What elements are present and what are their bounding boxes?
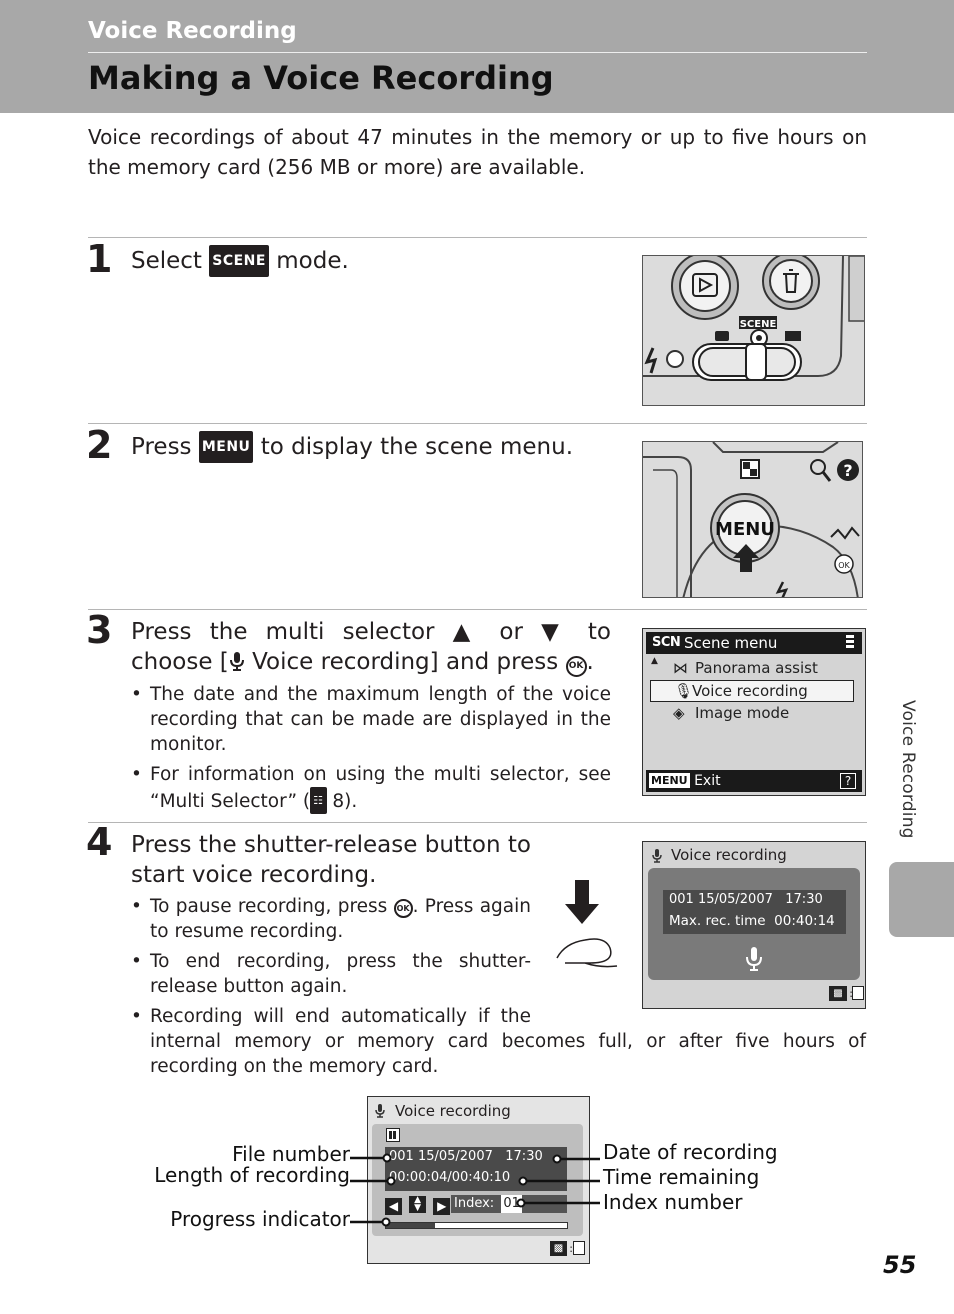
step-4-number: 4 [86,820,113,864]
camera-mode-dial-photo: SCENE [642,255,865,406]
intro-paragraph: Voice recordings of about 47 minutes in … [88,125,867,179]
microphone-icon [652,849,662,863]
menu-item-panorama[interactable]: ⋈Panorama assist [673,659,818,677]
scrollbar-icon [846,635,854,648]
memory-status-icon [852,986,864,1000]
internal-memory-icon: ▩ [829,986,847,1001]
step-divider [88,609,867,610]
side-tab-label: Voice Recording [898,700,918,839]
scene-menu-title: Scene menu [684,634,778,652]
help-icon: ? [840,773,856,789]
callout-length-of-recording: Length of recording [154,1163,350,1187]
voice-info-box: 001 15/05/2007 17:30 Max. rec. time 00:4… [663,890,846,934]
voice-recording-progress-screen: Voice recording 001 15/05/2007 17:30 00:… [367,1096,590,1264]
file-date-line: 001 15/05/2007 17:30 [389,1149,543,1164]
pause-icon [386,1128,400,1142]
menu-item-image-mode[interactable]: ◈Image mode [673,704,790,722]
step-4-text: Press the shutter-release button to star… [131,832,531,888]
step-3-line1: Press the multi selector ▲ or ▼ to [131,619,611,645]
step-4-bullets: To pause recording, press OK. Press agai… [131,894,531,1034]
panorama-icon: ⋈ [673,659,688,677]
scene-menu-screen: SCN Scene menu ▲ ⋈Panorama assist 🎙Voice… [642,628,866,796]
bullet-continuation: internal memory or memory card becomes f… [150,1031,866,1077]
previous-icon[interactable]: ◀ [385,1198,402,1215]
colon-separator: : [849,987,853,1000]
memory-status-icon [573,1241,585,1255]
bullet-item: Recording will end automatically if the [131,1004,531,1029]
step-2-number: 2 [86,423,113,467]
menu-item-voice-recording[interactable]: 🎙Voice recording [650,680,854,702]
side-thumb-tab [889,862,954,937]
step-2-text: Press MENU to display the scene menu. [131,431,573,463]
bullet-item: For information on using the multi selec… [131,762,611,814]
step-3-bullets: The date and the maximum length of the v… [131,682,611,819]
elapsed-remaining-line: 00:00:04/00:40:10 [389,1170,511,1185]
internal-memory-icon: ▩ [550,1241,567,1256]
next-icon[interactable]: ▶ [433,1198,451,1215]
index-label: Index: [454,1196,495,1211]
scene-mode-icon: SCENE [209,245,269,277]
step-1-text: Select SCENE mode. [131,245,349,277]
scene-dial-label: SCENE [740,319,777,330]
file-date-line: 001 15/05/2007 17:30 [669,892,823,907]
index-value: 01 [501,1195,522,1213]
camera-menu-button-photo: ? MENU OK [642,441,863,598]
ok-small-label: OK [838,561,850,570]
progress-info-box: 001 15/05/2007 17:30 00:00:04/00:40:10 [385,1147,567,1191]
bullet-item: The date and the maximum length of the v… [131,682,611,757]
step-divider [88,237,867,238]
microphone-icon: 🎙 [674,682,694,700]
step-3-line2: choose [ Voice recording] and press OK. [131,649,594,677]
step-divider [88,822,867,823]
index-row: ◀ ▲▼ ▶ Index: 01 [385,1195,567,1215]
page-header: Voice Recording Making a Voice Recording [0,0,954,113]
menu-button-label: MENU [715,519,775,540]
scroll-up-icon: ▲ [651,656,658,666]
voice-screen-title: Voice recording [671,846,787,864]
menu-key-icon: MENU [649,773,690,788]
scene-menu-header: SCN Scene menu [646,632,862,654]
ok-button-icon: OK [393,899,413,918]
svg-text:?: ? [843,461,852,480]
menu-button-icon: MENU [198,431,254,463]
voice-recording-ready-screen: Voice recording 001 15/05/2007 17:30 Max… [642,841,866,1009]
up-down-icon[interactable]: ▲▼ [409,1196,427,1213]
step-divider [88,423,867,424]
image-mode-icon: ◈ [673,704,685,722]
microphone-icon [375,1104,385,1118]
step-1-number: 1 [86,237,113,281]
section-title: Voice Recording [88,18,297,44]
progress-screen-title: Voice recording [395,1102,511,1120]
index-field: Index: 01 [451,1195,567,1213]
progress-fill [386,1223,435,1228]
callout-date-of-recording: Date of recording [603,1140,778,1164]
ok-button-icon: OK [565,656,587,677]
header-divider [88,52,867,53]
step-3-number: 3 [86,608,113,652]
callout-file-number: File number [232,1142,350,1166]
book-ref-icon: ☷ [310,787,327,814]
exit-label: Exit [694,773,721,789]
max-rec-time-line: Max. rec. time 00:40:14 [669,913,835,929]
shutter-press-illustration [556,880,618,968]
large-microphone-icon [746,947,762,971]
scn-badge: SCN [652,635,681,650]
page-title: Making a Voice Recording [88,59,554,97]
callout-lines [350,1153,600,1227]
scene-menu-footer: MENU Exit ? [646,770,862,792]
callout-progress-indicator: Progress indicator [170,1207,350,1231]
bullet-item: To end recording, press the shutter-rele… [131,949,531,999]
microphone-icon [229,652,244,671]
callout-time-remaining: Time remaining [603,1165,760,1189]
bullet-item: To pause recording, press OK. Press agai… [131,894,531,944]
page-number: 55 [883,1251,917,1279]
colon-separator: : [569,1242,573,1255]
callout-index-number: Index number [603,1190,743,1214]
